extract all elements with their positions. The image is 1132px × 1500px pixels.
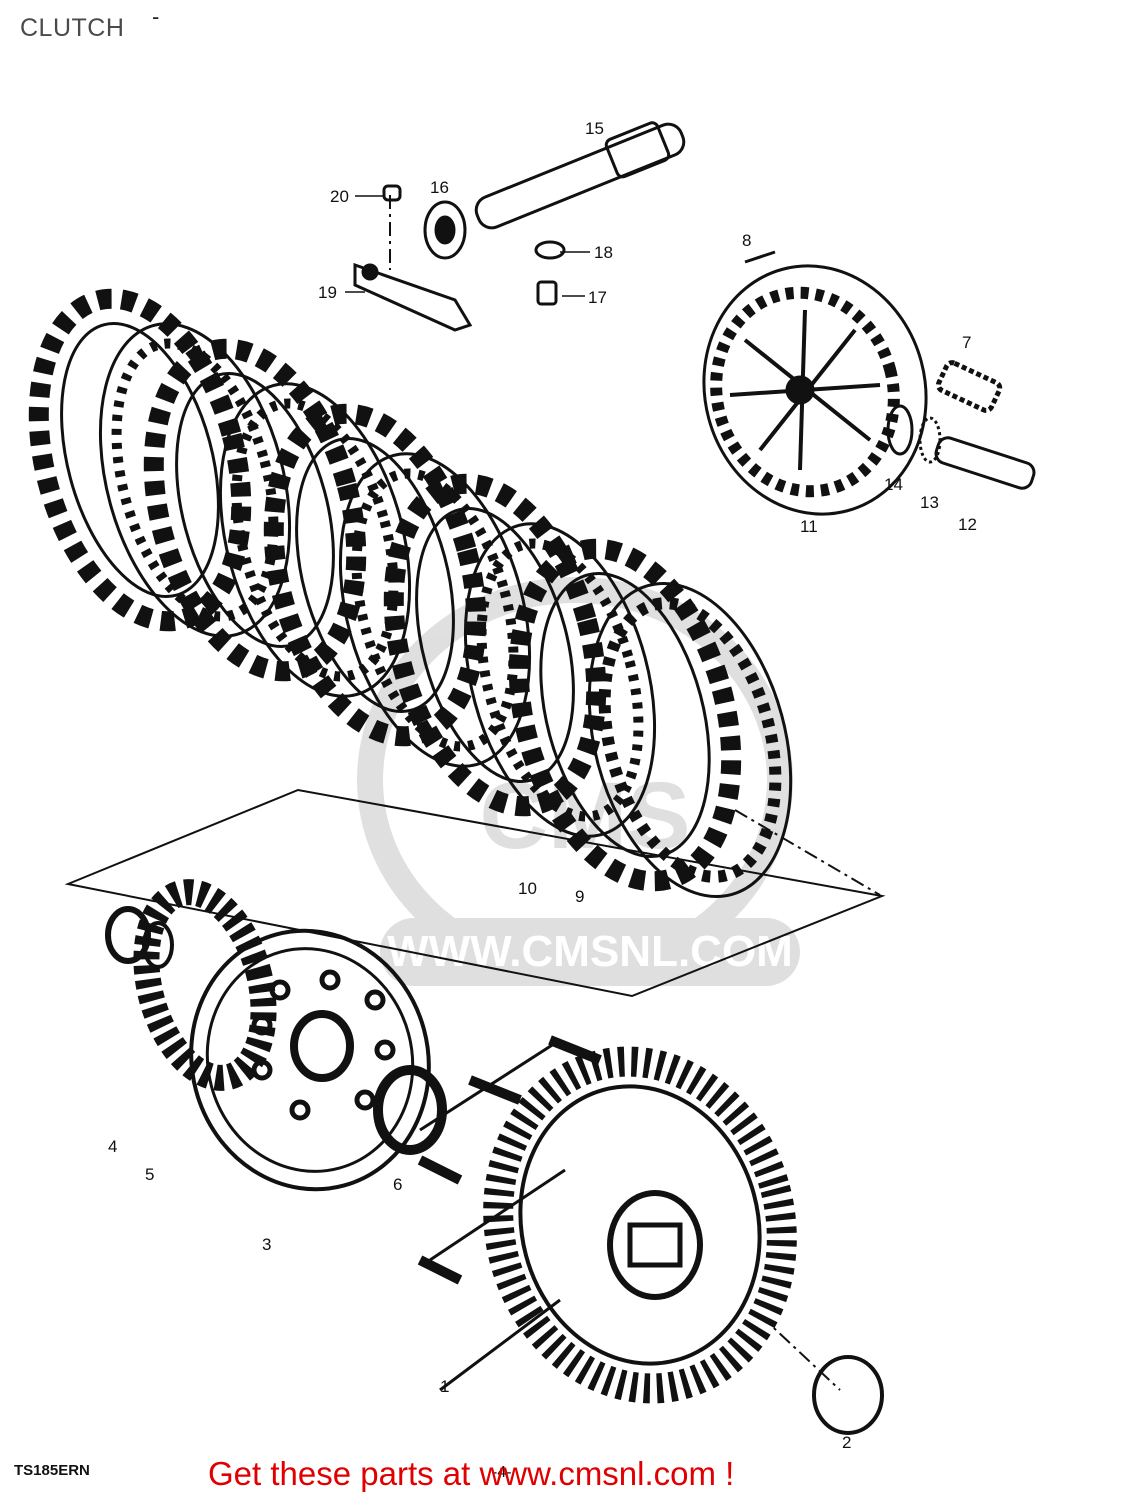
callout-3: 3 [262, 1235, 271, 1254]
watermark-text: WWW.CMSNL.COM [387, 927, 793, 976]
page-title: CLUTCH [20, 14, 125, 42]
callout-11: 11 [800, 517, 818, 536]
pressure-plate [702, 264, 928, 516]
callout-15: 15 [585, 119, 604, 138]
title-dash: - [152, 4, 160, 29]
callout-19: 19 [318, 283, 337, 302]
callout-labels: 1 2 3 4 5 6 7 8 9 10 11 12 13 14 15 16 1… [108, 119, 977, 1452]
release-parts [353, 121, 1036, 490]
assembly-frame [64, 788, 886, 998]
callout-20: 20 [330, 187, 349, 206]
o-ring [812, 1355, 884, 1435]
callout-ticks [345, 195, 590, 297]
callout-17: 17 [588, 288, 607, 307]
clutch-hub [105, 879, 431, 1192]
page-marker: -4- [492, 1464, 512, 1481]
clutch-plate-stack [28, 288, 793, 898]
callout-10: 10 [518, 879, 537, 898]
callout-14: 14 [884, 475, 903, 494]
thrust-washer [373, 1065, 447, 1155]
callout-2: 2 [842, 1433, 851, 1452]
footer-parts-link[interactable]: Get these parts at www.cmsnl.com ! [208, 1455, 735, 1492]
callout-8: 8 [742, 231, 751, 250]
callout-4: 4 [108, 1137, 117, 1156]
callout-7: 7 [962, 333, 971, 352]
callout-12: 12 [958, 515, 977, 534]
callout-5: 5 [145, 1165, 154, 1184]
callout-16: 16 [430, 178, 449, 197]
callout-13: 13 [920, 493, 939, 512]
model-code: TS185ERN [14, 1462, 90, 1479]
clutch-housing [417, 1035, 797, 1404]
callout-6: 6 [393, 1175, 402, 1194]
callout-9: 9 [575, 887, 584, 906]
callout-18: 18 [594, 243, 613, 262]
callout-1: 1 [440, 1377, 449, 1396]
leader-lines [389, 195, 881, 1391]
